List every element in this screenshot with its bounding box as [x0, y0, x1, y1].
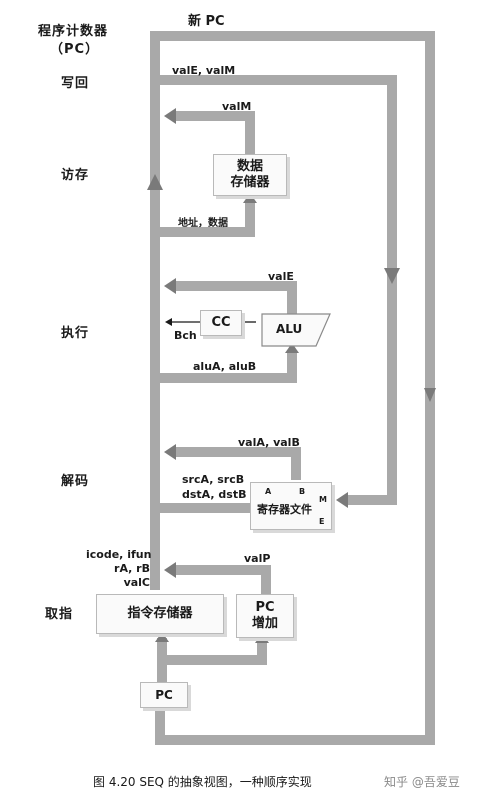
valm-wire	[175, 111, 255, 160]
vale-wire	[175, 281, 297, 318]
mem-addr-arrow-head	[243, 193, 257, 203]
mem-addr-wire	[160, 200, 255, 237]
pc-fanout-wire	[157, 638, 267, 682]
alu-operand-arrow-head	[285, 343, 299, 353]
pc-increment-line1: PC	[255, 599, 275, 615]
pc-increment-line2: 增加	[251, 616, 278, 631]
vale-valm-label: valE, valM	[172, 64, 236, 77]
port-e: E	[319, 517, 325, 526]
valab-arrow-head	[164, 444, 176, 460]
bus-arrow-up	[147, 174, 163, 190]
port-m: M	[319, 495, 327, 504]
stage-pc-title: 程序计数器	[38, 24, 109, 39]
ra-rb-label: rA, rB	[114, 562, 150, 575]
instruction-memory-block: 指令存储器	[96, 594, 224, 634]
register-file-block: 寄存器文件 A B M E	[250, 482, 332, 530]
figure-caption: 图 4.20 SEQ 的抽象视图，一种顺序实现	[93, 775, 312, 789]
stage-memory: 访存	[61, 168, 90, 183]
writeback-arrow-head	[336, 492, 348, 508]
stage-decode: 解码	[61, 474, 90, 489]
stage-fetch: 取指	[45, 607, 74, 622]
bch-label: Bch	[174, 329, 197, 342]
pc-increment-block: PC 增加	[236, 594, 294, 638]
srca-srcb-label: srcA, srcB	[182, 473, 245, 486]
register-file-label: 寄存器文件	[257, 503, 312, 516]
icode-ifun-label: icode, ifun	[86, 548, 152, 561]
writeback-bus	[155, 75, 397, 505]
dsta-dstb-label: dstA, dstB	[182, 488, 247, 501]
port-b: B	[299, 487, 306, 496]
alu-operand-wire	[160, 350, 297, 383]
pc-register-block: PC	[140, 682, 188, 708]
alu-shape	[261, 313, 331, 347]
alua-alub-label: aluA, aluB	[193, 360, 257, 373]
vale-arrow-head	[164, 278, 176, 294]
cc-to-bch-arrow	[165, 318, 172, 326]
valm-arrow-head	[164, 108, 176, 124]
pcinc-arrow-head	[255, 633, 269, 643]
bus-arrow-new-pc	[424, 388, 436, 402]
data-memory-line2: 存储器	[230, 175, 270, 190]
imem-arrow-head	[155, 632, 169, 642]
cc-block: CC	[200, 310, 242, 336]
stage-writeback: 写回	[61, 76, 90, 91]
new-pc-label: 新 PC	[188, 14, 225, 29]
vala-valb-label: valA, valB	[238, 436, 300, 449]
data-memory-line1: 数据	[236, 158, 263, 174]
bus-arrow-writeback	[384, 268, 400, 284]
stage-pc-abbr: （PC）	[50, 42, 100, 57]
alu-label: ALU	[276, 322, 303, 336]
addr-data-label: 地址，数据	[178, 218, 228, 229]
port-a: A	[265, 487, 272, 496]
data-memory-block: 数据 存储器	[213, 154, 287, 196]
valp-label: valP	[244, 552, 271, 565]
valm-label: valM	[222, 100, 252, 113]
stage-execute: 执行	[61, 326, 90, 341]
valc-label: valC	[123, 576, 150, 589]
valab-wire	[175, 447, 301, 480]
watermark: 知乎 @吾爱豆	[384, 775, 460, 789]
vale-label: valE	[268, 270, 294, 283]
valp-wire	[175, 565, 271, 596]
valp-arrow-head	[164, 562, 176, 578]
